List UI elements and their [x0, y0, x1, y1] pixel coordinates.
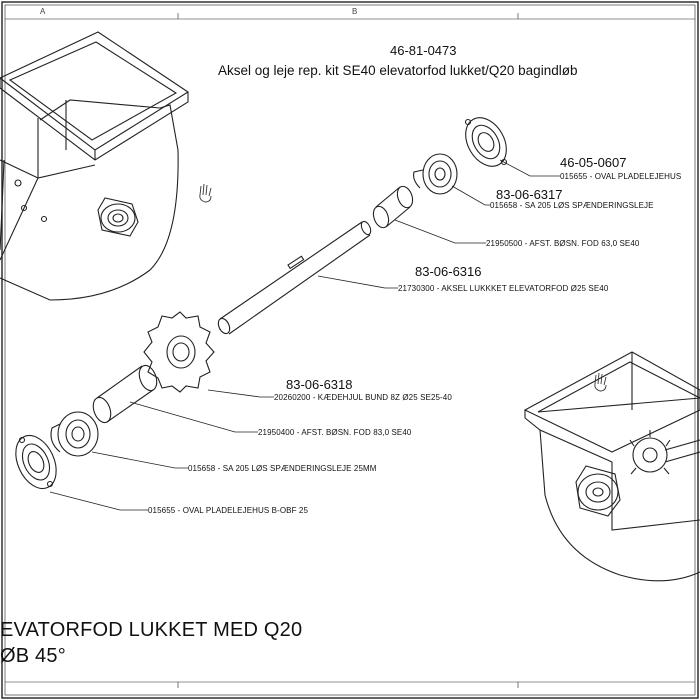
oval-bearing-housing-right: [464, 117, 508, 167]
part-number-shaft: 83-06-6316: [415, 264, 482, 279]
hand-icon: [199, 183, 212, 203]
part-description-sprocket: 20260200 - KÆDEHJUL BUND 8Z Ø25 SE25-40: [274, 393, 452, 402]
leader-lines: [49, 159, 560, 511]
part-description-shaft: 21730300 - AKSEL LUKKKET ELEVATORFOD Ø25…: [398, 284, 609, 293]
drawing-title-line2: ØB 45°: [0, 645, 66, 667]
hand-icon-secondary: [594, 372, 607, 392]
kit-number: 46-81-0473: [390, 43, 457, 58]
part-number-bearing-housing: 46-05-0607: [560, 155, 627, 170]
part-number-sprocket: 83-06-6318: [286, 377, 353, 392]
tension-bearing-right: [413, 153, 458, 195]
oval-bearing-housing-left: [15, 434, 57, 490]
part-description-bearing-25mm: 015658 - SA 205 LØS SPÆNDERINGSLEJE 25MM: [188, 464, 377, 473]
drawing-title-line1: EVATORFOD LUKKET MED Q20: [0, 619, 303, 641]
column-marker-b: B: [352, 7, 358, 16]
part-description-spacer-63: 21950500 - AFST. BØSN. FOD 63,0 SE40: [486, 239, 640, 248]
part-description-spacer-83: 21950400 - AFST. BØSN. FOD 83,0 SE40: [258, 428, 412, 437]
kit-title: Aksel og leje rep. kit SE40 elevatorfod …: [218, 63, 578, 78]
sprocket: [143, 311, 215, 393]
spacer-bushing-83: [92, 364, 158, 424]
part-description-bearing-housing-obf: 015655 - OVAL PLADELEJEHUS B-OBF 25: [148, 506, 309, 515]
part-description-tension-bearing: 015658 - SA 205 LØS SPÆNDERINGSLEJE: [490, 201, 654, 210]
elevator-foot-housing-top: [0, 31, 190, 301]
shaft: [217, 220, 372, 335]
part-number-tension-bearing: 83-06-6317: [496, 187, 563, 202]
spacer-bushing-63: [372, 185, 414, 229]
column-marker-a: A: [40, 7, 46, 16]
part-description-bearing-housing: 015655 - OVAL PLADELEJEHUS: [560, 172, 682, 181]
elevator-foot-housing-bottom: [523, 351, 700, 582]
tension-bearing-left: [50, 411, 99, 457]
